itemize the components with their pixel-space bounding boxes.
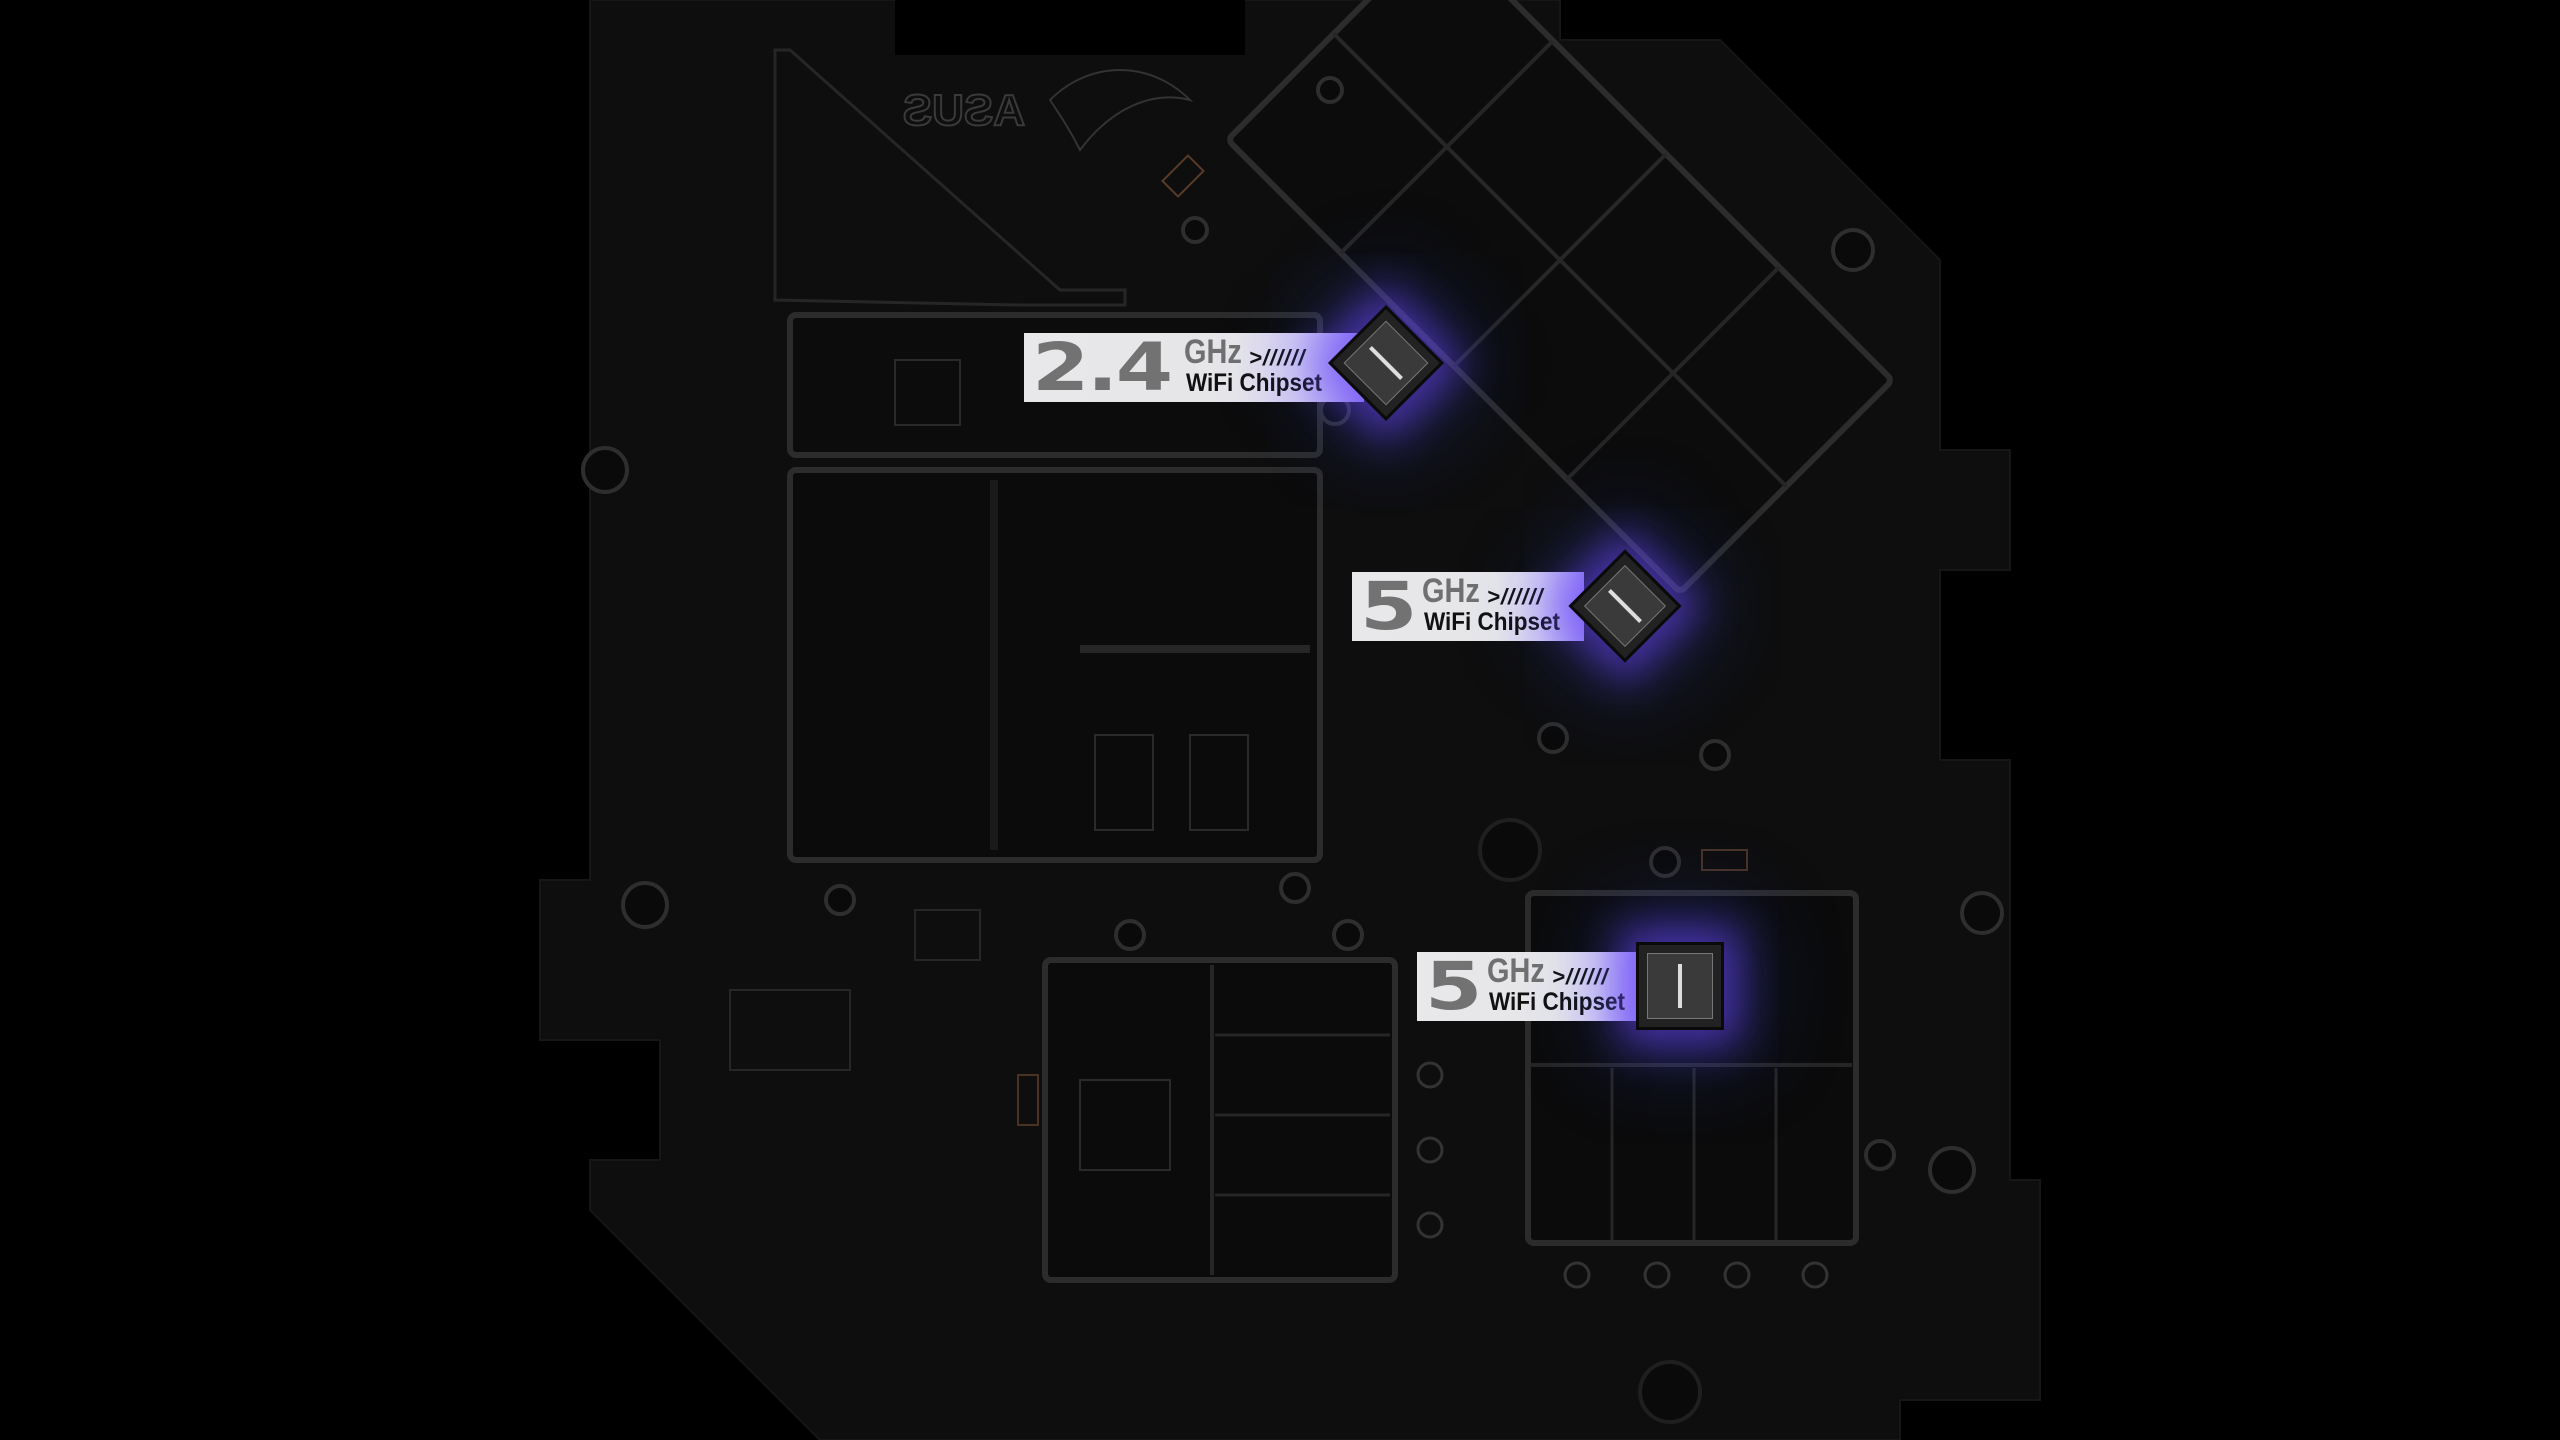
chipset-caption: WiFi Chipset — [1424, 608, 1561, 636]
chip-logo-mark — [1608, 589, 1642, 623]
band-unit: GHz — [1487, 952, 1545, 990]
chipset-label-5ghz-a: 5 GHz >////// WiFi Chipset — [1352, 572, 1652, 641]
band-number: 5 — [1360, 568, 1417, 645]
band-unit: GHz — [1422, 572, 1480, 610]
band-number: 2.4 — [1032, 329, 1173, 406]
chipset-caption: WiFi Chipset — [1489, 988, 1626, 1016]
band-number: 5 — [1425, 948, 1482, 1025]
label-banner — [1417, 952, 1639, 1021]
wifi-chip-icon — [1636, 942, 1724, 1030]
arrow-decoration: >////// — [1552, 964, 1609, 989]
label-banner — [1352, 572, 1584, 641]
band-unit: GHz — [1184, 333, 1242, 371]
chip-die — [1647, 953, 1713, 1019]
arrow-decoration: >////// — [1487, 584, 1544, 609]
chip-logo-mark — [1369, 346, 1403, 380]
chip-logo-mark — [1678, 964, 1682, 1008]
label-banner — [1024, 333, 1364, 402]
arrow-decoration: >////// — [1249, 345, 1306, 370]
chipset-label-2-4ghz: 2.4 GHz >////// WiFi Chipset — [1024, 333, 1444, 402]
svg-text:ASUS: ASUS — [903, 86, 1025, 135]
chipset-caption: WiFi Chipset — [1186, 369, 1323, 397]
chipset-label-5ghz-b: 5 GHz >////// WiFi Chipset — [1417, 952, 1717, 1021]
